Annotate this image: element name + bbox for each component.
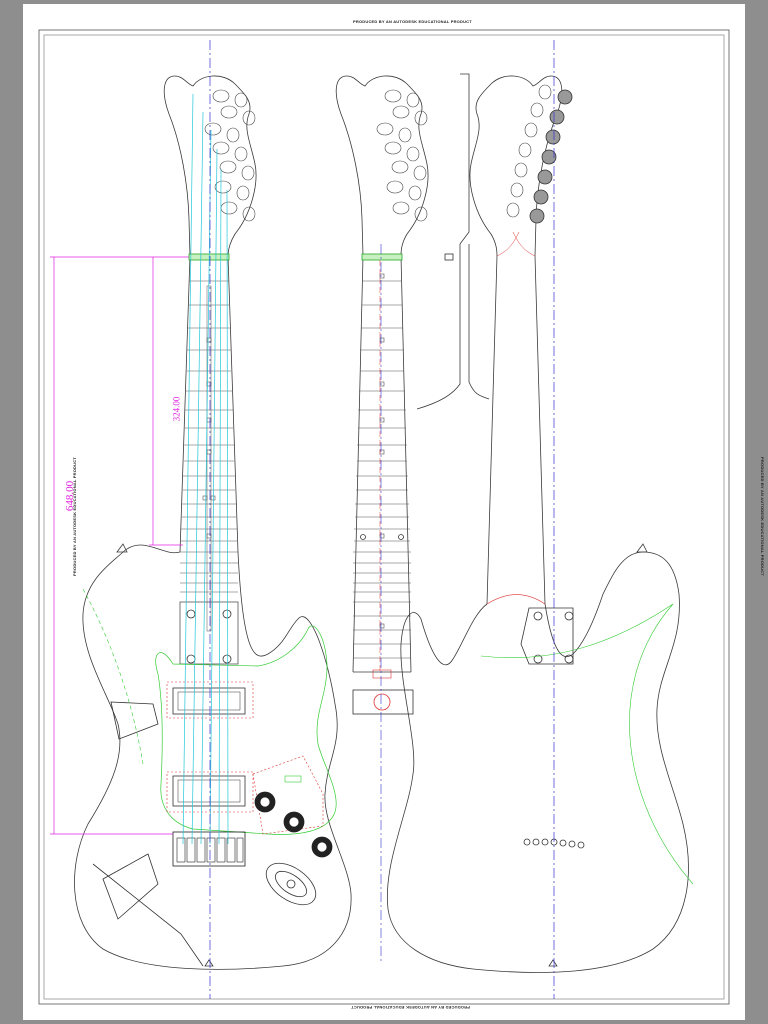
back-neck bbox=[486, 255, 546, 605]
front-pickup-bridge-inner bbox=[177, 779, 241, 803]
fb-headstock bbox=[335, 75, 429, 257]
front-pickup-neck bbox=[172, 687, 246, 715]
front-tuners bbox=[204, 89, 256, 222]
front-pickup-cavity-neck bbox=[166, 681, 254, 719]
front-strap-button-top bbox=[116, 543, 128, 553]
front-body-contour bbox=[92, 863, 204, 967]
back-tuner-posts bbox=[529, 89, 573, 224]
back-string-ferrules bbox=[523, 838, 585, 849]
back-tuner-keys bbox=[506, 84, 552, 218]
front-contour-block bbox=[102, 853, 159, 920]
dimension-scale-length: 648.00 bbox=[64, 480, 77, 512]
dimension-half-scale: 324.00 bbox=[171, 396, 182, 422]
front-strap-button-bottom bbox=[204, 959, 214, 967]
back-view bbox=[386, 75, 694, 973]
front-headstock bbox=[163, 75, 257, 257]
guitar-drawing bbox=[38, 29, 730, 1005]
back-neck-volute bbox=[496, 231, 536, 257]
front-pickup-bridge bbox=[172, 775, 246, 807]
back-contour-guide bbox=[480, 603, 694, 885]
fb-neck-end-block bbox=[352, 689, 414, 715]
back-strap-button-bottom bbox=[548, 959, 558, 967]
dimension-lines bbox=[50, 256, 189, 835]
front-body bbox=[74, 544, 352, 970]
back-neck-plate bbox=[520, 607, 574, 665]
fb-heel-plate bbox=[372, 669, 392, 679]
fretboard-view bbox=[335, 75, 429, 715]
fb-frets bbox=[353, 280, 411, 659]
fb-inlays bbox=[379, 273, 385, 629]
fb-nut bbox=[361, 253, 403, 261]
front-knobs bbox=[254, 791, 333, 858]
back-neck-joint-arc bbox=[486, 594, 546, 605]
fb-side-dots bbox=[360, 534, 404, 540]
drawing-sheet: PRODUCED BY AN AUTODESK EDUCATIONAL PROD… bbox=[23, 4, 765, 1020]
side-nut bbox=[444, 253, 454, 261]
back-body bbox=[386, 551, 689, 973]
side-neck-back bbox=[468, 244, 490, 400]
fb-neck bbox=[352, 255, 412, 673]
fb-tuners bbox=[376, 89, 428, 222]
front-routing-guide bbox=[82, 588, 144, 765]
producer-note-top: PRODUCED BY AN AUTODESK EDUCATIONAL PROD… bbox=[353, 19, 472, 24]
front-neck-screws bbox=[186, 609, 232, 664]
inner-border bbox=[43, 34, 725, 1000]
front-view bbox=[74, 75, 352, 970]
front-jack bbox=[286, 879, 296, 889]
front-bridge bbox=[172, 831, 246, 867]
side-profile-view bbox=[416, 73, 490, 410]
front-strings bbox=[182, 93, 229, 845]
front-frets bbox=[180, 280, 238, 593]
front-jack-plate bbox=[265, 862, 317, 906]
front-arm-bevel bbox=[110, 701, 159, 740]
side-headstock-profile bbox=[416, 73, 470, 410]
front-selector-switch bbox=[284, 775, 302, 783]
back-strap-button-top bbox=[636, 543, 648, 553]
front-neck-heel bbox=[179, 601, 239, 665]
front-jack-plate-inner bbox=[274, 870, 308, 898]
front-neck bbox=[179, 255, 239, 553]
fb-truss-access bbox=[373, 693, 391, 711]
front-control-cavity bbox=[252, 755, 324, 835]
front-pickup-neck-inner bbox=[177, 691, 241, 711]
front-pickguard bbox=[155, 625, 337, 835]
outer-border bbox=[38, 29, 730, 1005]
producer-note-right: PRODUCED BY AN AUTODESK EDUCATIONAL PROD… bbox=[759, 457, 765, 576]
back-neck-screws bbox=[533, 611, 574, 664]
